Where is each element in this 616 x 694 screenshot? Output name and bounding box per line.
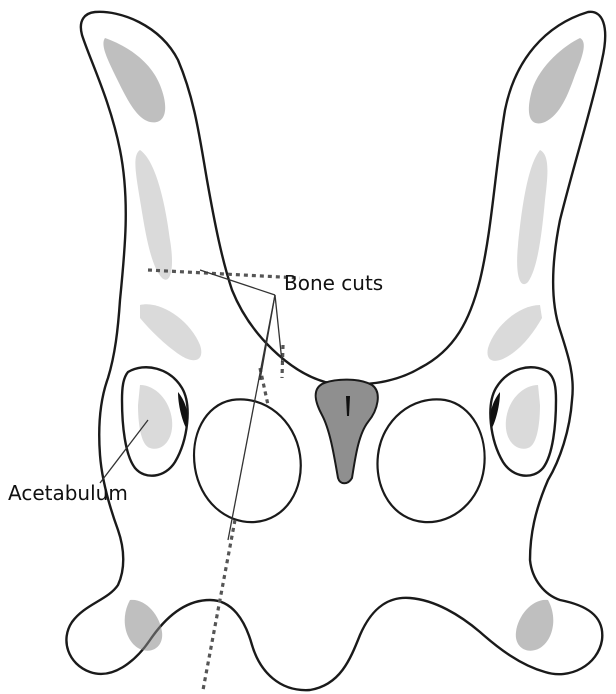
right-obturator-foramen <box>377 399 484 522</box>
bone-cuts-label: Bone cuts <box>284 271 383 295</box>
acetabulum-label: Acetabulum <box>8 481 128 505</box>
